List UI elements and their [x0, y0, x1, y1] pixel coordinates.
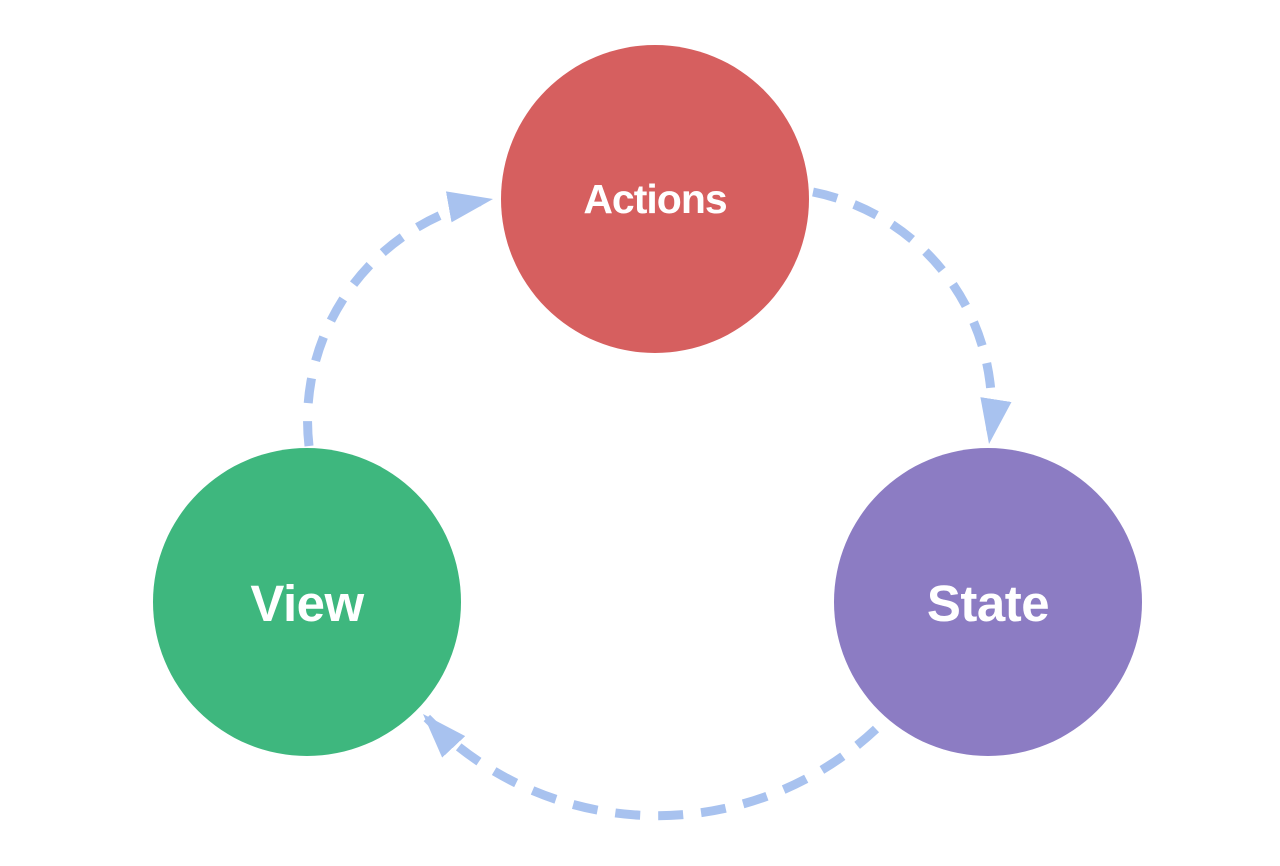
view-node: View: [153, 448, 461, 756]
actions-label: Actions: [583, 176, 727, 222]
arrow-view-to-actions: [303, 191, 494, 447]
actions-node: Actions: [501, 45, 809, 353]
state-label: State: [927, 575, 1049, 632]
state-circle: [834, 448, 1142, 756]
state-node: State: [834, 448, 1142, 756]
arrow-state-to-view: [419, 710, 880, 821]
arrow-actions-to-state: [812, 187, 1012, 445]
view-label: View: [250, 575, 364, 632]
actions-circle: [501, 45, 809, 353]
view-circle: [153, 448, 461, 756]
